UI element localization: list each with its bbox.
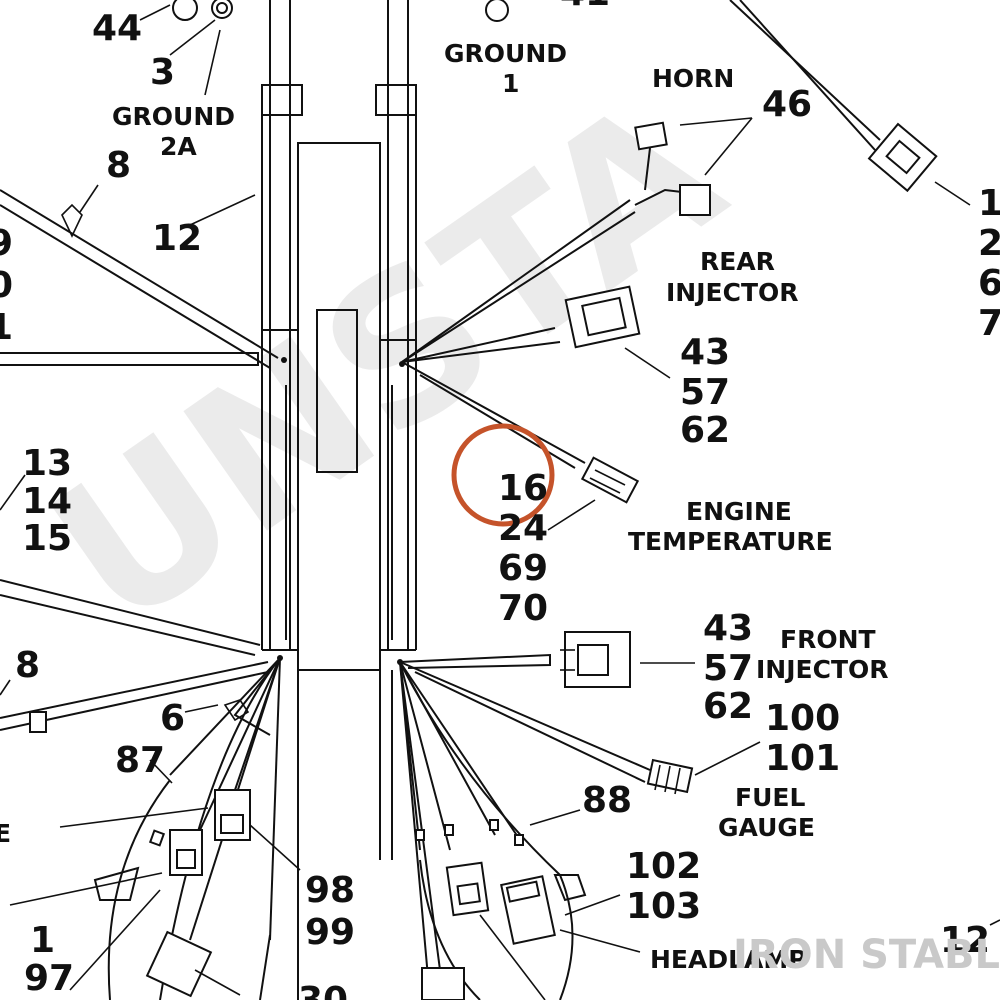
ground-1-id: 1 (502, 69, 519, 98)
rear-injector-label-2: INJECTOR (666, 278, 799, 307)
engine-temp-label-2: TEMPERATURE (628, 527, 833, 556)
ref-87: 87 (115, 740, 165, 781)
ground-1-symbol (485, 0, 509, 22)
ref-30: 30 (298, 980, 348, 1000)
fuel-gauge-connector (646, 741, 761, 795)
ref-99: 99 (305, 912, 355, 953)
edge-ref-9: 9 (0, 223, 13, 264)
edge-label-e: E (0, 819, 11, 848)
engine-temp-ref-4: 70 (498, 588, 548, 629)
front-injector-ref-1: 43 (703, 608, 753, 649)
ground-2a-symbol-a (172, 0, 198, 21)
lower-right-wires (397, 653, 651, 1000)
left-ref-13: 13 (22, 443, 72, 484)
edge-ref-2: 2 (978, 223, 1000, 264)
ground-2a-label: GROUND (112, 102, 235, 131)
front-injector-connector (560, 631, 695, 688)
ref-1-bottom: 1 (30, 920, 55, 961)
rear-injector-label-1: REAR (700, 247, 775, 276)
ref-8-top: 8 (106, 145, 131, 186)
front-injector-ref-2: 57 (703, 648, 753, 689)
front-injector-label-2: INJECTOR (756, 655, 889, 684)
front-injector-ref-3: 62 (703, 686, 753, 727)
fuel-gauge-ref-1: 100 (765, 698, 840, 739)
lower-right-connectors (421, 809, 1000, 1000)
edge-ref-6: 6 (978, 263, 1000, 304)
upper-right-wires (399, 0, 881, 469)
left-ref-14: 14 (22, 481, 72, 522)
brand-watermark: IRON STABLE (733, 932, 1000, 978)
engine-temp-ref-3: 69 (498, 548, 548, 589)
edge-ref-1: 1 (0, 307, 13, 348)
ref-12-bottom: 12 (940, 920, 990, 961)
ref-46: 46 (762, 84, 812, 125)
engine-temp-label-1: ENGINE (686, 497, 792, 526)
horn-connectors (634, 117, 753, 216)
headlamp-label: HEADLAMP (650, 945, 807, 974)
fuel-gauge-ref-2: 101 (765, 738, 840, 779)
top-right-connector (867, 122, 971, 206)
rear-injector-ref-3: 62 (680, 410, 730, 451)
fuel-gauge-label-2: GAUGE (718, 813, 815, 842)
ref-98: 98 (305, 870, 355, 911)
ref-12-top: 12 (152, 218, 202, 259)
left-ref-15: 15 (22, 518, 72, 559)
rear-injector-ref-1: 43 (680, 332, 730, 373)
ref-103: 103 (626, 886, 701, 927)
ground-2a-symbol-b (211, 0, 233, 19)
highlight-circle (451, 423, 555, 527)
engine-temp-ref-1: 16 (498, 468, 548, 509)
ref-6: 6 (160, 698, 185, 739)
ground-1-label: GROUND (444, 39, 567, 68)
front-injector-label-1: FRONT (780, 625, 876, 654)
fuel-gauge-label-1: FUEL (735, 783, 805, 812)
upper-left-wires (0, 189, 287, 369)
ref-88: 88 (582, 780, 632, 821)
frame-rails (261, 0, 417, 1000)
engine-temp-ref-2: 24 (498, 508, 548, 549)
edge-ref-18: 18 (978, 183, 1000, 224)
ref-41: 41 (560, 0, 610, 14)
edge-ref-0: 0 (0, 265, 13, 306)
ref-102: 102 (626, 846, 701, 887)
ref-3: 3 (150, 52, 175, 93)
lower-left-connectors (9, 789, 301, 998)
ref-8-bottom: 8 (15, 645, 40, 686)
rear-injector-ref-2: 57 (680, 372, 730, 413)
ref-97: 97 (24, 958, 74, 999)
ref-44: 44 (92, 8, 142, 49)
rear-injector-connector (564, 285, 671, 379)
horn-label: HORN (652, 64, 734, 93)
engine-temp-sensor (547, 456, 640, 531)
edge-ref-70: 70 (978, 303, 1000, 344)
ground-2a-id: 2A (160, 132, 197, 161)
ground-symbols (0, 0, 509, 784)
